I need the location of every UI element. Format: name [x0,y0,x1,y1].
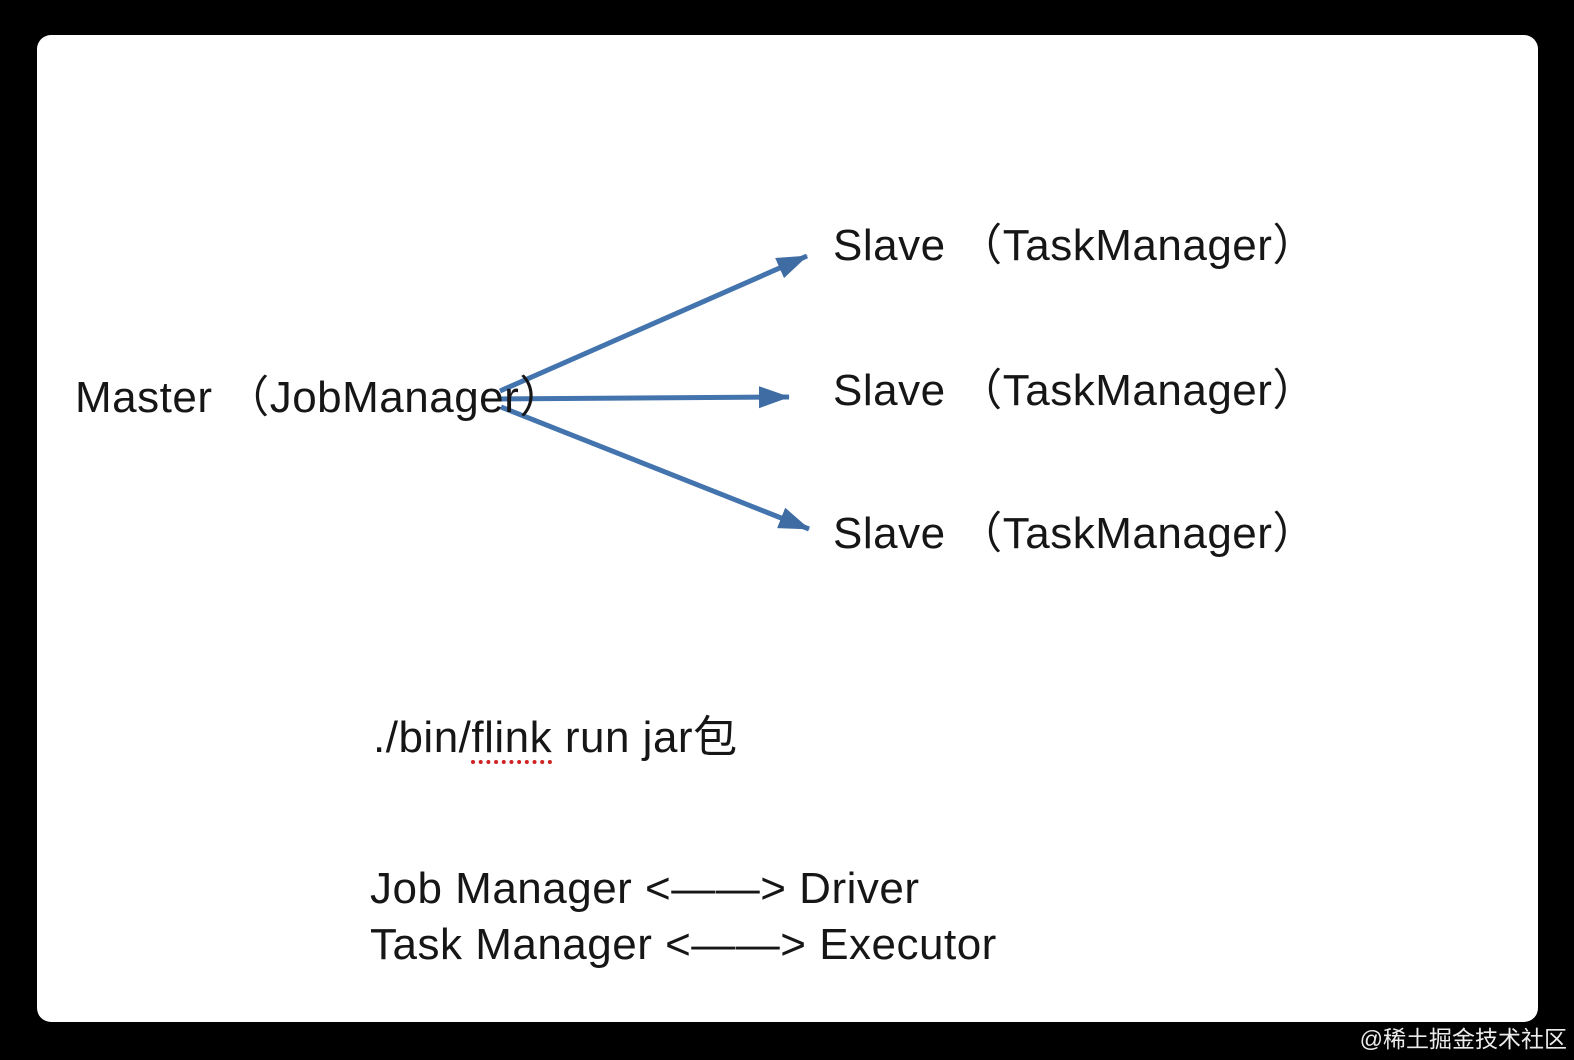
slave-taskmanager-label-2: Slave （TaskManager） [833,366,1317,415]
taskmanager-executor-mapping: Task Manager <——> Executor [370,920,997,969]
fanout-arrows [497,253,810,532]
master-jobmanager-label: Master （JobManager） [75,373,564,422]
jobmanager-driver-mapping: Job Manager <——> Driver [370,864,920,913]
slave-taskmanager-label-1: Slave （TaskManager） [833,221,1317,270]
command-prefix: ./bin/ [373,713,472,762]
slide-canvas: Master （JobManager） Slave （TaskManager） … [37,35,1538,1022]
slave-taskmanager-label-3: Slave （TaskManager） [833,509,1317,558]
arrow-master-to-slave-3 [500,404,810,532]
flink-run-command: ./bin/flink run jar包 [373,715,738,761]
mapping-notes: Job Manager <——> Driver Task Manager <——… [370,861,997,973]
command-flink-spellcheck: flink [471,713,553,762]
juejin-watermark: @稀土掘金技术社区 [1359,1026,1567,1052]
command-suffix: run jar包 [552,713,738,762]
arrow-master-to-slave-1 [498,253,809,394]
arrow-master-to-slave-2 [497,386,790,409]
